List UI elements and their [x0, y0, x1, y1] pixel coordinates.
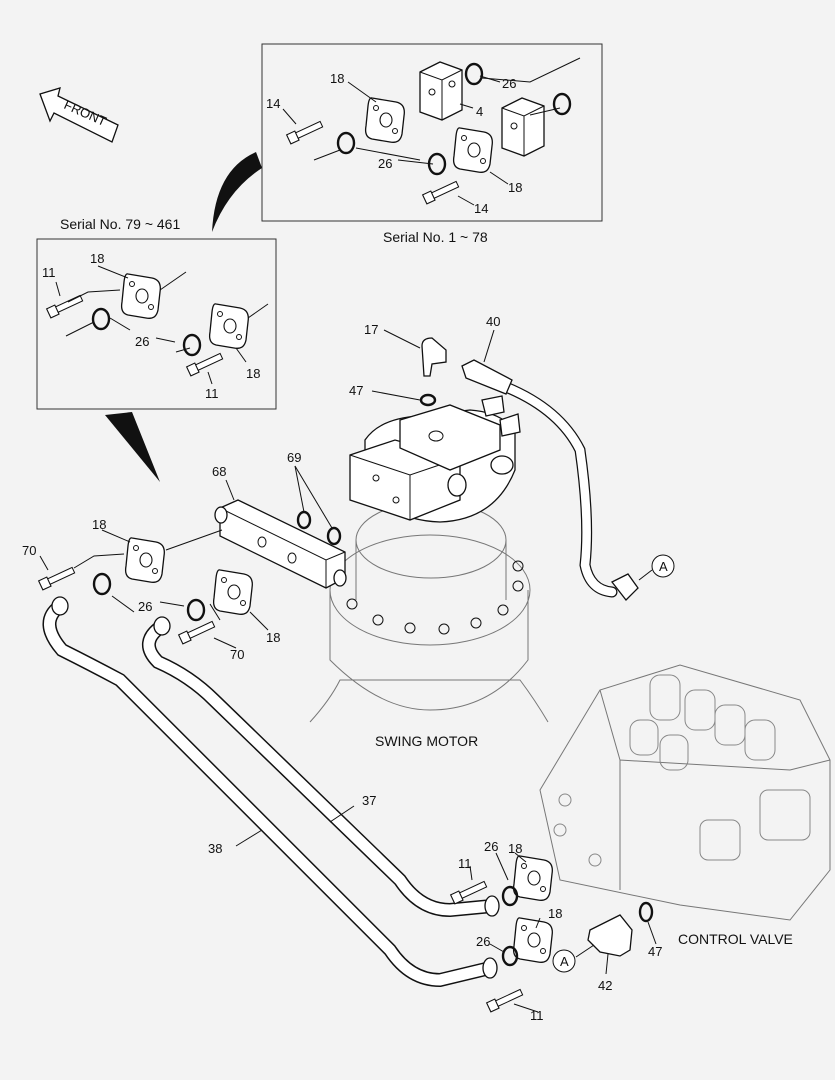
part-num-26: 26	[484, 839, 498, 854]
valve-fittings: A 26 18 11 18 26 11 42 47	[450, 839, 662, 1023]
part-num-11: 11	[42, 265, 56, 280]
port-block: 68 69	[212, 450, 347, 589]
part-num-17: 17	[364, 322, 378, 337]
swing-motor-label: SWING MOTOR	[375, 733, 478, 749]
part-num-18: 18	[92, 517, 106, 532]
ref-marker-a: A	[560, 954, 569, 969]
inset-serial-79-461: Serial No. 79 ~ 461 18 11 26 18 11	[36, 216, 277, 482]
ref-marker-a: A	[659, 559, 668, 574]
part-num-68: 68	[212, 464, 226, 479]
part-num-18: 18	[508, 841, 522, 856]
inset-caption: Serial No. 1 ~ 78	[383, 229, 488, 245]
part-num-70: 70	[22, 543, 36, 558]
part-num-26: 26	[135, 334, 149, 349]
part-num-11: 11	[458, 856, 472, 871]
main-flanges: 18 70 26 18 70	[22, 517, 280, 662]
swing-motor: SWING MOTOR	[309, 395, 549, 749]
part-num-47: 47	[648, 944, 662, 959]
part-num-11: 11	[530, 1008, 544, 1023]
part-num-14: 14	[266, 96, 280, 111]
part-num-26: 26	[378, 156, 392, 171]
part-num-70: 70	[230, 647, 244, 662]
part-num-18: 18	[330, 71, 344, 86]
part-num-14: 14	[474, 201, 488, 216]
part-num-18: 18	[90, 251, 104, 266]
part-num-18: 18	[266, 630, 280, 645]
part-num-26: 26	[476, 934, 490, 949]
inset-serial-1-78: 18 14 26 4 26 18 14 Serial No. 1 ~ 78	[212, 43, 603, 245]
part-num-40: 40	[486, 314, 500, 329]
hoses: 38 37	[42, 596, 500, 988]
front-arrow: FRONT	[39, 87, 119, 143]
control-valve: CONTROL VALVE	[539, 664, 831, 947]
control-valve-label: CONTROL VALVE	[678, 931, 793, 947]
part-num-38: 38	[208, 841, 222, 856]
part-num-18: 18	[548, 906, 562, 921]
part-num-47: 47	[349, 383, 363, 398]
part-num-26: 26	[502, 76, 516, 91]
part-num-11: 11	[205, 386, 219, 401]
swing-motor-fittings: A 17 47 40	[349, 314, 675, 601]
part-num-42: 42	[598, 978, 612, 993]
part-num-18: 18	[508, 180, 522, 195]
part-num-4: 4	[476, 104, 483, 119]
inset-caption: Serial No. 79 ~ 461	[60, 216, 180, 232]
part-num-26: 26	[138, 599, 152, 614]
part-num-37: 37	[362, 793, 376, 808]
part-num-69: 69	[287, 450, 301, 465]
part-num-18: 18	[246, 366, 260, 381]
